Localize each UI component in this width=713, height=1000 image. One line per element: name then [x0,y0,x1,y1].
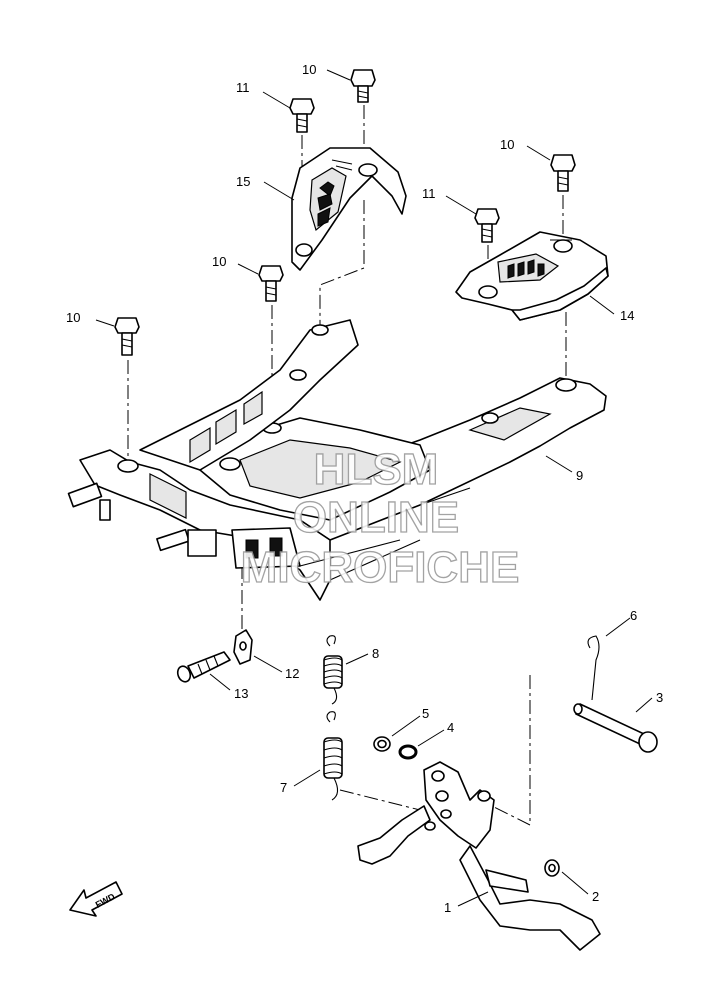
bolt-10-top [350,69,376,103]
main-stand-1 [357,761,601,951]
watermark: HLSM ONLINE MICROFICHE [240,444,520,592]
callout-6: 6 [630,608,637,623]
washer-4 [398,744,418,760]
callout-1: 1 [444,900,451,915]
callout-10: 10 [302,62,316,77]
bolt-10-middle [258,265,284,302]
callout-3: 3 [656,690,663,705]
leader-lines [95,69,653,907]
callout-13: 13 [234,686,248,701]
cover-bracket-14 [455,231,609,321]
watermark-line-2: ONLINE [293,493,459,542]
watermark-line-1: HLSM [314,445,439,494]
collar-2 [544,859,560,877]
clip-nut-12 [233,629,253,665]
watermark-line-3: MICROFICHE [241,543,520,592]
frame-9 [67,319,607,601]
collar-5 [373,736,391,752]
callout-10: 10 [212,254,226,269]
callout-7: 7 [280,780,287,795]
callout-15: 15 [236,174,250,189]
callout-5: 5 [422,706,429,721]
cover-bracket-15 [291,147,407,271]
callout-11: 11 [422,186,436,201]
callout-labels: 10 11 15 10 11 14 10 10 9 6 8 3 12 5 4 1… [66,62,663,915]
fwd-direction-arrow: FWD [69,881,123,917]
callout-14: 14 [620,308,634,323]
callout-8: 8 [372,646,379,661]
bolt-10-right [550,154,576,192]
clip-6 [587,635,600,701]
callout-10: 10 [66,310,80,325]
pin-3 [573,703,658,753]
bolt-11-right [474,208,500,243]
callout-11: 11 [236,80,250,95]
callout-10: 10 [500,137,514,152]
spring-8 [323,635,343,705]
bolt-11-left [289,98,315,133]
bolt-10-far-left [114,317,140,356]
spring-7 [323,711,343,801]
screw-13 [176,651,231,683]
callout-9: 9 [576,468,583,483]
callout-2: 2 [592,889,599,904]
callout-12: 12 [285,666,299,681]
callout-4: 4 [447,720,454,735]
